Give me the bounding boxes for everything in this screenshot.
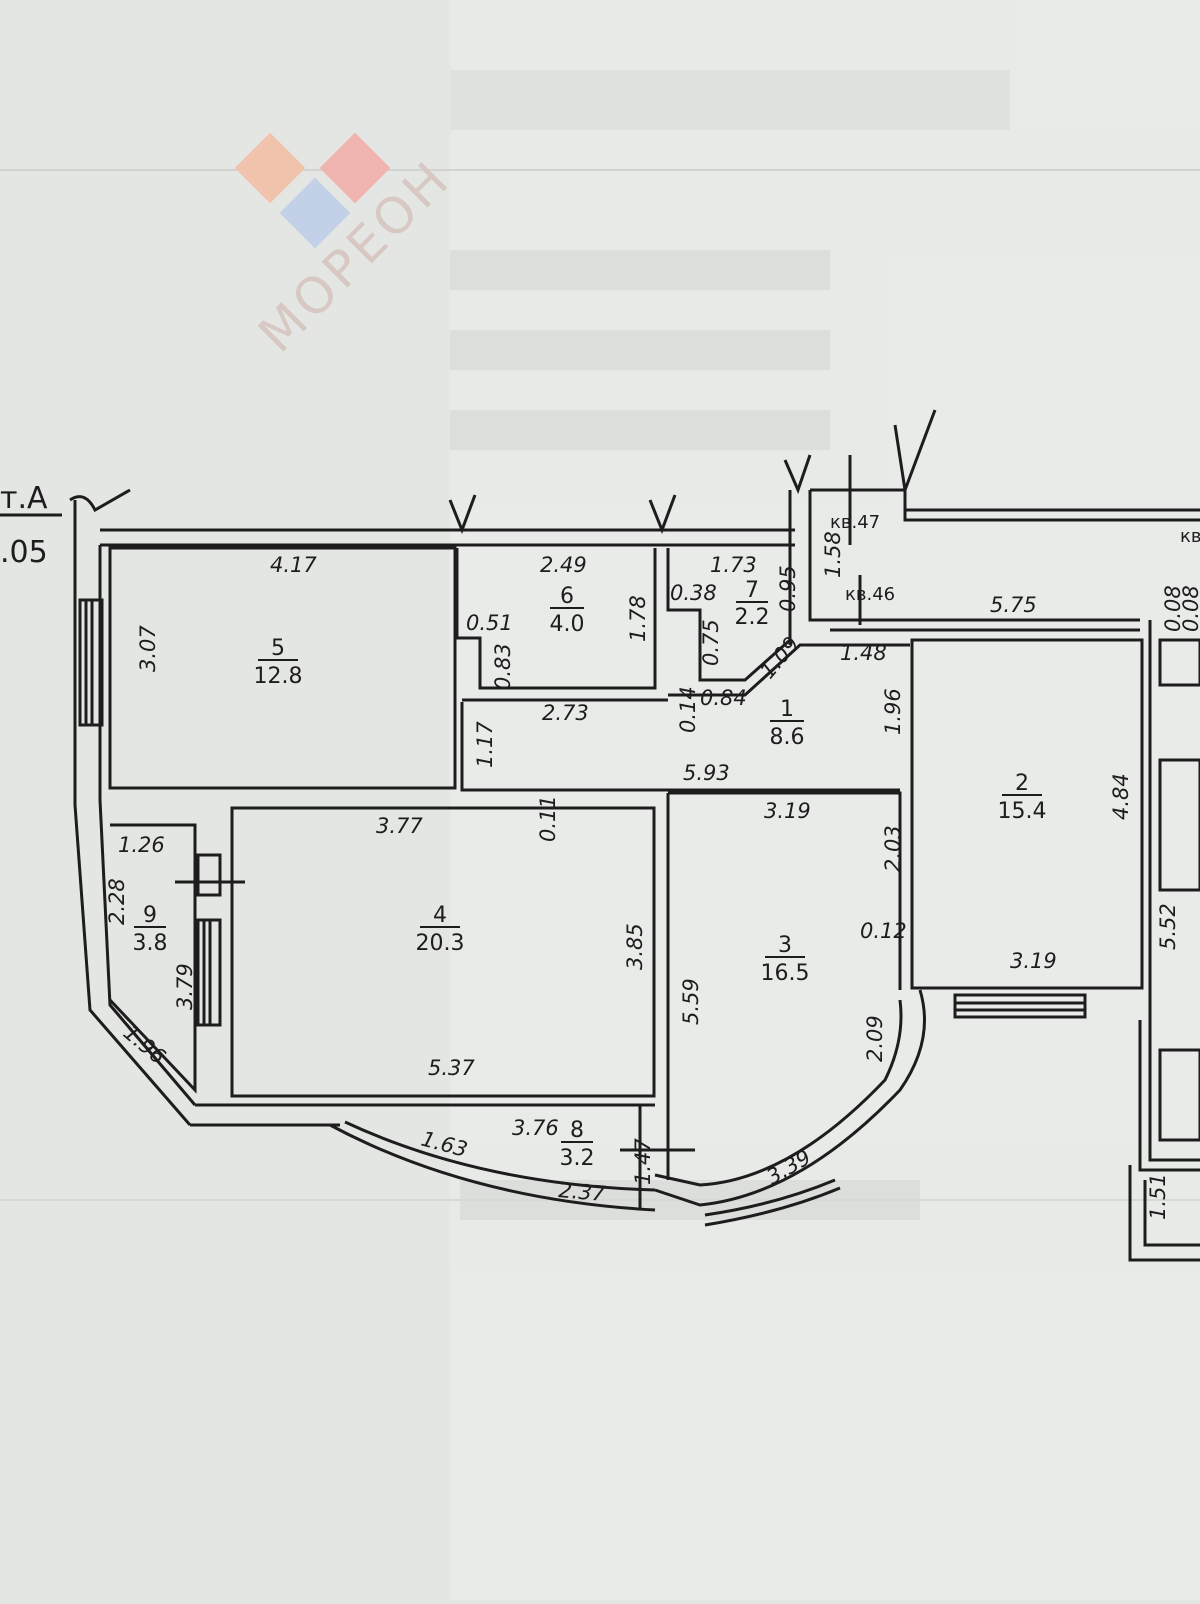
watermark-tile-orange [234,132,306,204]
dim-r1-e: 5.93 [683,761,730,785]
dim-r9-b: 2.28 [105,878,129,925]
svg-text:5: 5 [271,636,285,661]
dim-kv-a: 1.58 [821,531,845,578]
dim-right-a: 5.52 [1156,903,1180,950]
room-7-label: 7 2.2 [735,578,770,630]
dim-r6-h: 1.78 [626,595,650,642]
svg-text:4.0: 4.0 [550,612,585,637]
dim-right-b: 1.51 [1146,1173,1170,1220]
dim-r4-c: 3.85 [623,923,647,970]
svg-text:3.8: 3.8 [133,931,168,956]
title-fragment: т.А .05 [0,481,62,570]
dim-r1-a: 2.73 [542,701,589,725]
dim-r8-b: 3.76 [512,1116,559,1140]
kv46-label: кв.46 [845,584,895,605]
svg-text:15.4: 15.4 [998,799,1047,824]
svg-text:9: 9 [143,903,157,928]
svg-text:1: 1 [780,697,794,722]
dim-r3-c: 0.12 [860,919,907,943]
dim-r3-d: 5.59 [679,978,703,1025]
dim-r7-a: 0.38 [670,581,717,605]
svg-text:8: 8 [570,1118,584,1143]
room-labels: 5 12.8 6 4.0 7 2.2 1 8.6 2 15.4 4 20.3 [133,578,1047,1171]
svg-text:16.5: 16.5 [761,961,810,986]
dim-r3-a: 3.19 [764,799,811,823]
dim-r9-a: 1.26 [118,833,165,857]
svg-text:8.6: 8.6 [770,725,805,750]
dim-r6-b: 0.83 [491,643,515,690]
dim-r1-g: 1.48 [840,641,887,665]
dim-r4-b: 0.11 [536,795,560,842]
room-4-label: 4 20.3 [416,903,465,956]
apartment-labels: кв.47 кв.46 кв [830,512,1200,605]
watermark-tile-red [319,132,391,204]
dim-r6-w: 2.49 [540,553,587,577]
dim-r5-w: 4.17 [270,553,317,577]
dim-r9-c: 3.79 [173,963,197,1010]
svg-text:20.3: 20.3 [416,931,465,956]
dim-r1-d: 1.17 [473,721,497,768]
dim-r5-h: 3.07 [136,625,160,672]
room-9-label: 9 3.8 [133,903,168,956]
dim-r2-a: 4.84 [1109,773,1133,820]
room-1-label: 1 8.6 [770,697,805,750]
svg-text:2.2: 2.2 [735,605,770,630]
dim-r8-c: 1.47 [631,1138,655,1185]
watermark-tile-blue [279,177,351,249]
dim-r7-w: 1.73 [710,553,757,577]
svg-text:4: 4 [433,903,447,928]
title-line-1: т.А [0,481,48,516]
title-line-2: .05 [0,535,48,570]
dim-r3-b: 2.03 [881,825,905,872]
dim-kv-c: 0.08 [1161,585,1185,632]
dim-r1-c: 0.84 [700,686,747,710]
dim-r9-d: 1.96 [119,1020,170,1068]
walls [69,409,1200,1262]
dim-r4-a: 3.77 [376,814,423,838]
dim-r1-b: 0.14 [676,686,700,733]
room-8-label: 8 3.2 [560,1118,595,1171]
room-3-label: 3 16.5 [761,933,810,986]
svg-text:7: 7 [745,578,759,603]
dim-r7-b: 0.75 [699,619,723,666]
svg-text:2: 2 [1015,771,1029,796]
kv47-label: кв.47 [830,512,880,533]
moreon-watermark: МОРЕОН [234,132,462,363]
svg-text:3: 3 [778,933,792,958]
dim-r8-d: 2.37 [558,1178,607,1206]
dim-r1-f: 1.96 [881,688,905,735]
dim-r7-c: 0.95 [776,565,800,612]
svg-text:3.2: 3.2 [560,1146,595,1171]
dim-r3-e: 2.09 [863,1015,887,1062]
room-2-label: 2 15.4 [998,771,1047,824]
svg-text:6: 6 [560,584,574,609]
dim-r4-d: 5.37 [428,1056,475,1080]
room-6-label: 6 4.0 [550,584,585,637]
dim-r6-a: 0.51 [466,611,513,635]
dim-kv-d: 0.08 [1179,585,1200,632]
room-5-label: 5 12.8 [254,636,303,689]
dim-r2-b: 3.19 [1010,949,1057,973]
svg-text:12.8: 12.8 [254,664,303,689]
kv-right-label: кв [1180,526,1200,547]
dim-kv-b: 5.75 [990,593,1037,617]
